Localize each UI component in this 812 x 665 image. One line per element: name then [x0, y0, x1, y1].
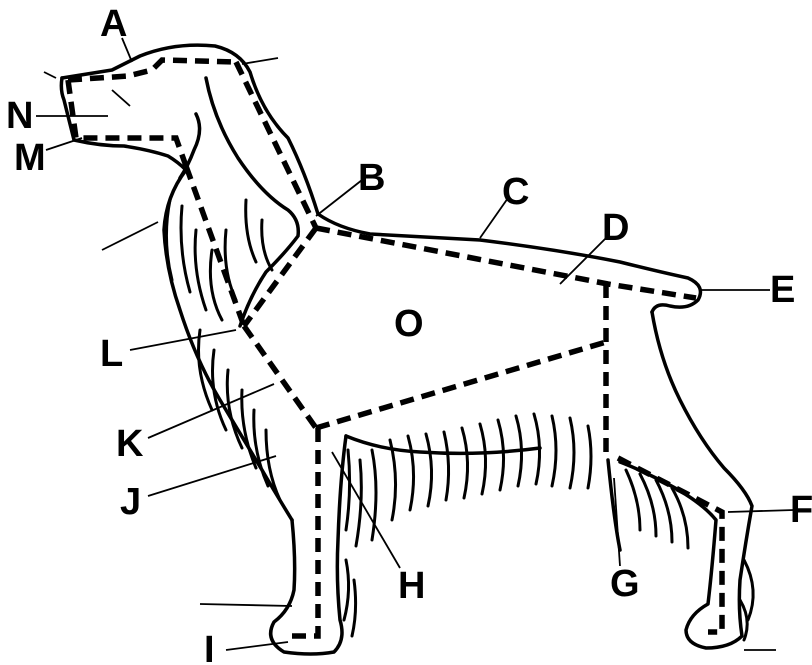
shoulder-line: [244, 228, 316, 326]
label-k: K: [116, 423, 144, 465]
stray-mark-3: [200, 604, 292, 606]
underline-line: [316, 342, 606, 428]
leader-j: [148, 456, 276, 496]
measurement-lines: [68, 60, 722, 636]
label-b: B: [358, 157, 385, 199]
stray-mark-2: [102, 222, 158, 250]
stray-mark-4: [44, 72, 56, 78]
leader-m: [46, 138, 82, 150]
label-m: M: [14, 137, 46, 179]
label-l: L: [100, 333, 123, 375]
muzzle-side-line: [68, 80, 186, 166]
stray-mark-1: [242, 58, 278, 64]
back-line: [316, 228, 696, 298]
leader-h: [332, 452, 400, 568]
label-j: J: [120, 481, 141, 523]
dog-outline: [61, 45, 752, 654]
belly-outline: [346, 436, 540, 453]
label-o: O: [394, 303, 424, 345]
leader-f: [728, 510, 794, 512]
label-i: I: [204, 629, 215, 665]
hind-leg-outline: [620, 312, 752, 648]
label-f: F: [790, 489, 812, 531]
label-n: N: [6, 95, 33, 137]
ear-outline: [206, 78, 298, 326]
label-a: A: [100, 3, 127, 45]
leader-l: [130, 330, 236, 350]
label-e: E: [770, 269, 795, 311]
front-leg-outline: [271, 436, 346, 654]
leader-b: [316, 180, 362, 216]
label-c: C: [502, 171, 529, 213]
head-top-line: [68, 60, 236, 80]
chest-outline: [164, 170, 292, 520]
label-h: H: [398, 565, 425, 607]
label-g: G: [610, 563, 640, 605]
fur-strokes: [166, 200, 753, 640]
muzzle-outline: [61, 78, 186, 170]
label-d: D: [602, 207, 629, 249]
leader-a2: [112, 90, 130, 106]
